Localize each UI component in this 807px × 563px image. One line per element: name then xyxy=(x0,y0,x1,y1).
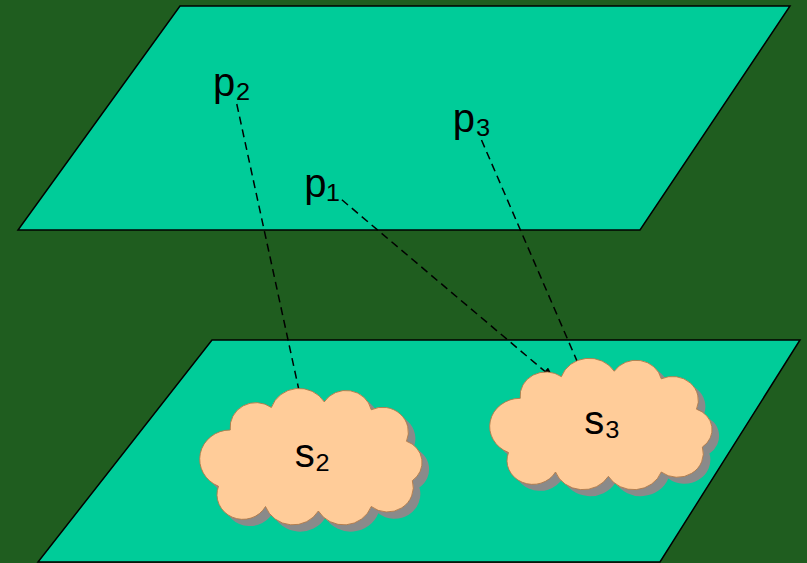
upper-plane xyxy=(18,6,790,230)
point-name: p₁ xyxy=(304,161,340,205)
mapping-arrow xyxy=(481,140,584,379)
point-label: p₃ xyxy=(449,94,496,142)
point-label: p₁ xyxy=(300,159,344,207)
set-label: s₃ xyxy=(584,398,620,442)
point-label: p₂ xyxy=(209,58,255,106)
point-name: p₂ xyxy=(213,60,251,104)
cloud-shape: s₂ xyxy=(195,385,430,520)
lower-plane xyxy=(38,340,800,562)
mapping-arrow xyxy=(342,200,554,379)
point-name: p₃ xyxy=(453,96,492,140)
mapping-arrow xyxy=(237,104,303,409)
cloud-shape: s₃ xyxy=(485,355,720,485)
set-label: s₂ xyxy=(295,431,331,475)
